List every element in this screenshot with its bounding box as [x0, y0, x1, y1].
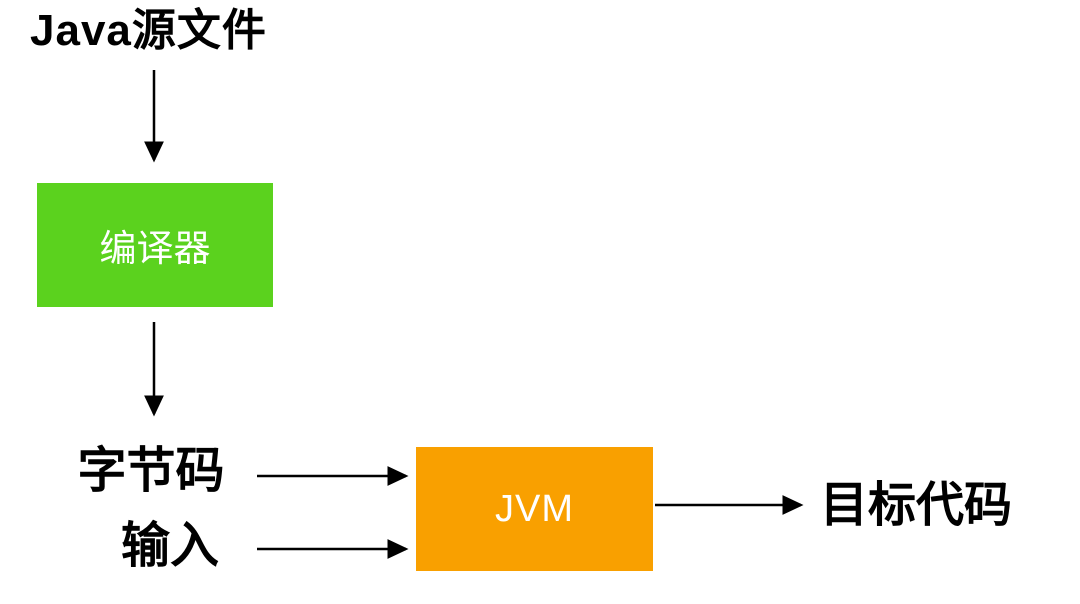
node-bytecode-label: 字节码	[77, 444, 225, 498]
node-compiler-label: 编译器	[99, 228, 211, 269]
node-input-label: 输入	[120, 519, 219, 573]
node-java-source-label: Java源文件	[30, 6, 267, 55]
node-compiler-box: 编译器	[37, 183, 273, 307]
node-jvm-box: JVM	[416, 447, 653, 571]
node-target-code-label: 目标代码	[820, 479, 1013, 532]
node-jvm-label: JVM	[495, 487, 574, 530]
